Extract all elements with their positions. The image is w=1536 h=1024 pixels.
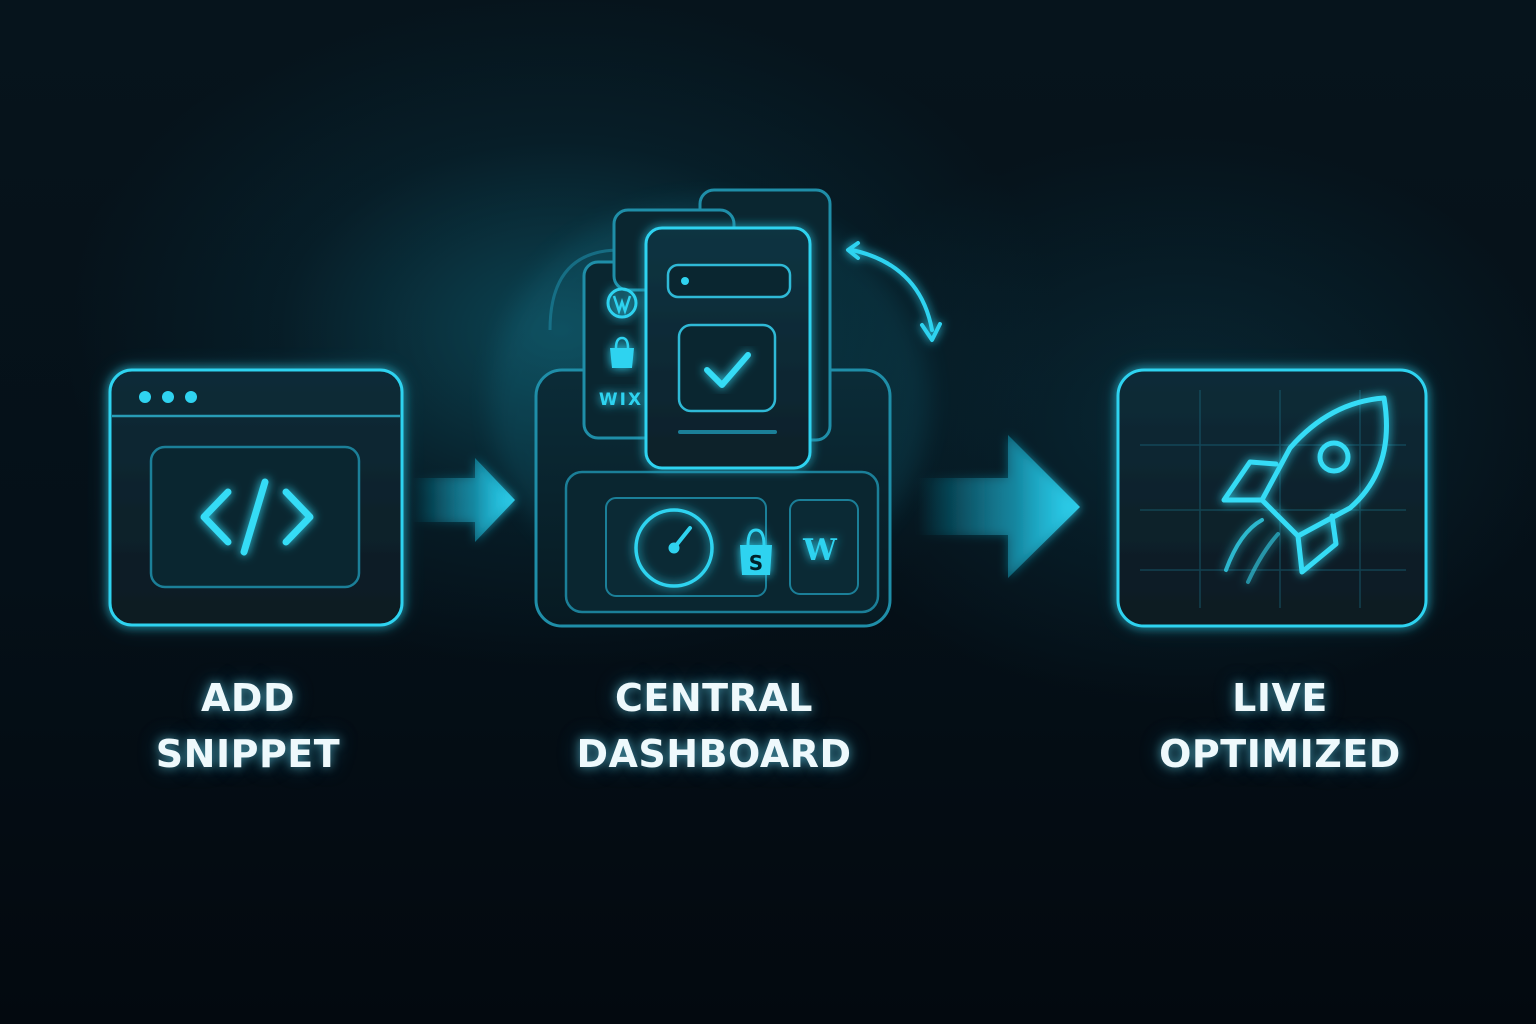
step-3-label-line1: LIVE (1232, 676, 1328, 720)
step-2-label-line2: DASHBOARD (576, 732, 852, 776)
window-dot-icon (139, 391, 151, 403)
wordpress-icon (606, 287, 638, 319)
step-1-label-line2: SNIPPET (155, 732, 341, 776)
shopify-bag-icon: S (740, 528, 772, 575)
step-3-label-line2: OPTIMIZED (1159, 732, 1401, 776)
step-3-label: LIVE OPTIMIZED (1110, 670, 1450, 782)
step-1-code-window (108, 368, 404, 627)
sync-arrow-icon (846, 241, 942, 342)
wix-badge: WIX (599, 390, 643, 410)
svg-text:S: S (749, 551, 763, 575)
rocket-icon (1221, 395, 1389, 584)
code-brackets-icon (200, 478, 314, 556)
webflow-badge: W (802, 533, 838, 568)
step-1-label: ADD SNIPPET (78, 670, 418, 782)
step-2-dashboard-stack: S W WIX (490, 188, 942, 628)
arrow-right-icon (412, 458, 515, 542)
shop-bag-small-icon (610, 336, 634, 368)
step-3-rocket-panel (1116, 368, 1428, 628)
checkmark-icon (704, 352, 751, 388)
step-2-label: CENTRAL DASHBOARD (544, 670, 884, 782)
window-dot-icon (162, 391, 174, 403)
arrow-right-icon (918, 435, 1080, 578)
gauge-icon (634, 508, 714, 588)
step-1-label-line1: ADD (201, 676, 295, 720)
step-2-label-line1: CENTRAL (615, 676, 813, 720)
window-dot-icon (185, 391, 197, 403)
